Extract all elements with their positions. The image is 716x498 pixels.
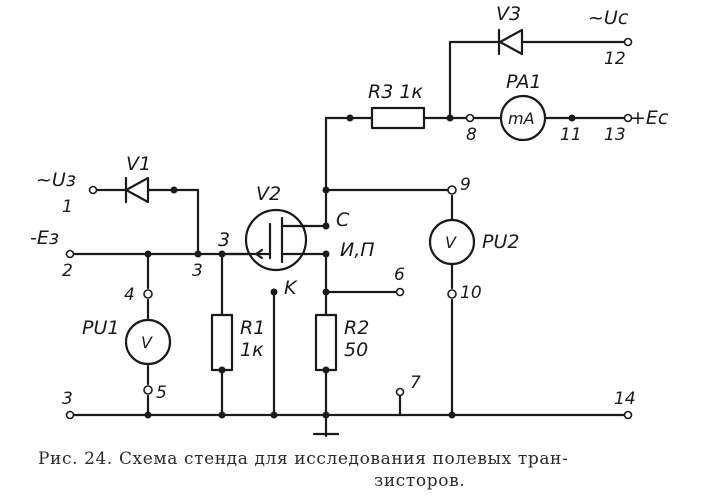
terminal-10-label: 10 bbox=[460, 283, 482, 303]
label-e-drain: +Ec bbox=[630, 107, 669, 129]
diode-v3-icon bbox=[492, 28, 524, 56]
voltmeter-pu1: V bbox=[124, 318, 172, 366]
label-gate-node: 3 bbox=[218, 229, 230, 251]
label-v3: V3 bbox=[496, 3, 521, 25]
terminal-12-label: 12 bbox=[604, 49, 626, 69]
label-pu2: PU2 bbox=[482, 231, 519, 253]
label-pa1: PA1 bbox=[506, 71, 542, 93]
label-e-gate: -Eз bbox=[30, 227, 59, 249]
label-r2: R2 bbox=[344, 317, 369, 339]
terminal-6-label: 6 bbox=[394, 265, 405, 285]
pu1-meter-symbol: V bbox=[141, 333, 153, 352]
terminal-3b-label: 3 bbox=[192, 261, 203, 281]
label-u-drain: ~Uc bbox=[588, 7, 629, 29]
pa1-meter-symbol: mA bbox=[508, 109, 535, 128]
pu2-meter-symbol: V bbox=[445, 233, 457, 252]
label-source-pin: И,П bbox=[340, 239, 375, 261]
terminal-2-label: 2 bbox=[62, 261, 73, 281]
label-pu1: PU1 bbox=[82, 317, 119, 339]
ammeter-pa1: mA bbox=[499, 94, 547, 142]
resistor-r1-icon bbox=[210, 313, 234, 372]
fet-v2-icon bbox=[226, 208, 308, 272]
terminal-13-label: 13 bbox=[604, 125, 626, 145]
terminal-14-label: 14 bbox=[614, 389, 636, 409]
terminal-8-label: 8 bbox=[466, 125, 477, 145]
terminals bbox=[65, 37, 633, 420]
terminal-3-label: 3 bbox=[62, 389, 73, 409]
terminal-11-label: 11 bbox=[560, 125, 582, 145]
terminal-1-label: 1 bbox=[62, 197, 73, 217]
label-k-pin: K bbox=[284, 277, 298, 299]
caption-line2: зисторов. bbox=[374, 471, 466, 491]
wires bbox=[68, 40, 630, 436]
junctions bbox=[144, 114, 576, 419]
caption-prefix: Рис. 24. bbox=[38, 449, 113, 469]
terminal-9-label: 9 bbox=[460, 175, 471, 195]
label-u-gate: ~Uз bbox=[36, 169, 76, 191]
label-v2: V2 bbox=[256, 183, 281, 205]
resistor-r2-icon bbox=[314, 313, 338, 372]
terminal-4-label: 4 bbox=[124, 285, 135, 305]
label-drain-pin: C bbox=[336, 209, 350, 231]
resistor-r3-icon bbox=[370, 106, 426, 130]
terminal-7-label: 7 bbox=[410, 373, 421, 393]
caption-line1: Схема стенда для исследования полевых тр… bbox=[118, 449, 569, 469]
label-r1-value: 1к bbox=[240, 339, 264, 361]
label-r1: R1 bbox=[240, 317, 265, 339]
voltmeter-pu2: V bbox=[428, 218, 476, 266]
terminal-5-label: 5 bbox=[156, 383, 167, 403]
label-r3: R3 1к bbox=[368, 81, 423, 103]
label-v1: V1 bbox=[126, 153, 151, 175]
figure-caption: Рис. 24. Схема стенда для исследования п… bbox=[38, 448, 698, 492]
diode-v1-icon bbox=[118, 176, 152, 204]
label-r2-value: 50 bbox=[344, 339, 368, 361]
